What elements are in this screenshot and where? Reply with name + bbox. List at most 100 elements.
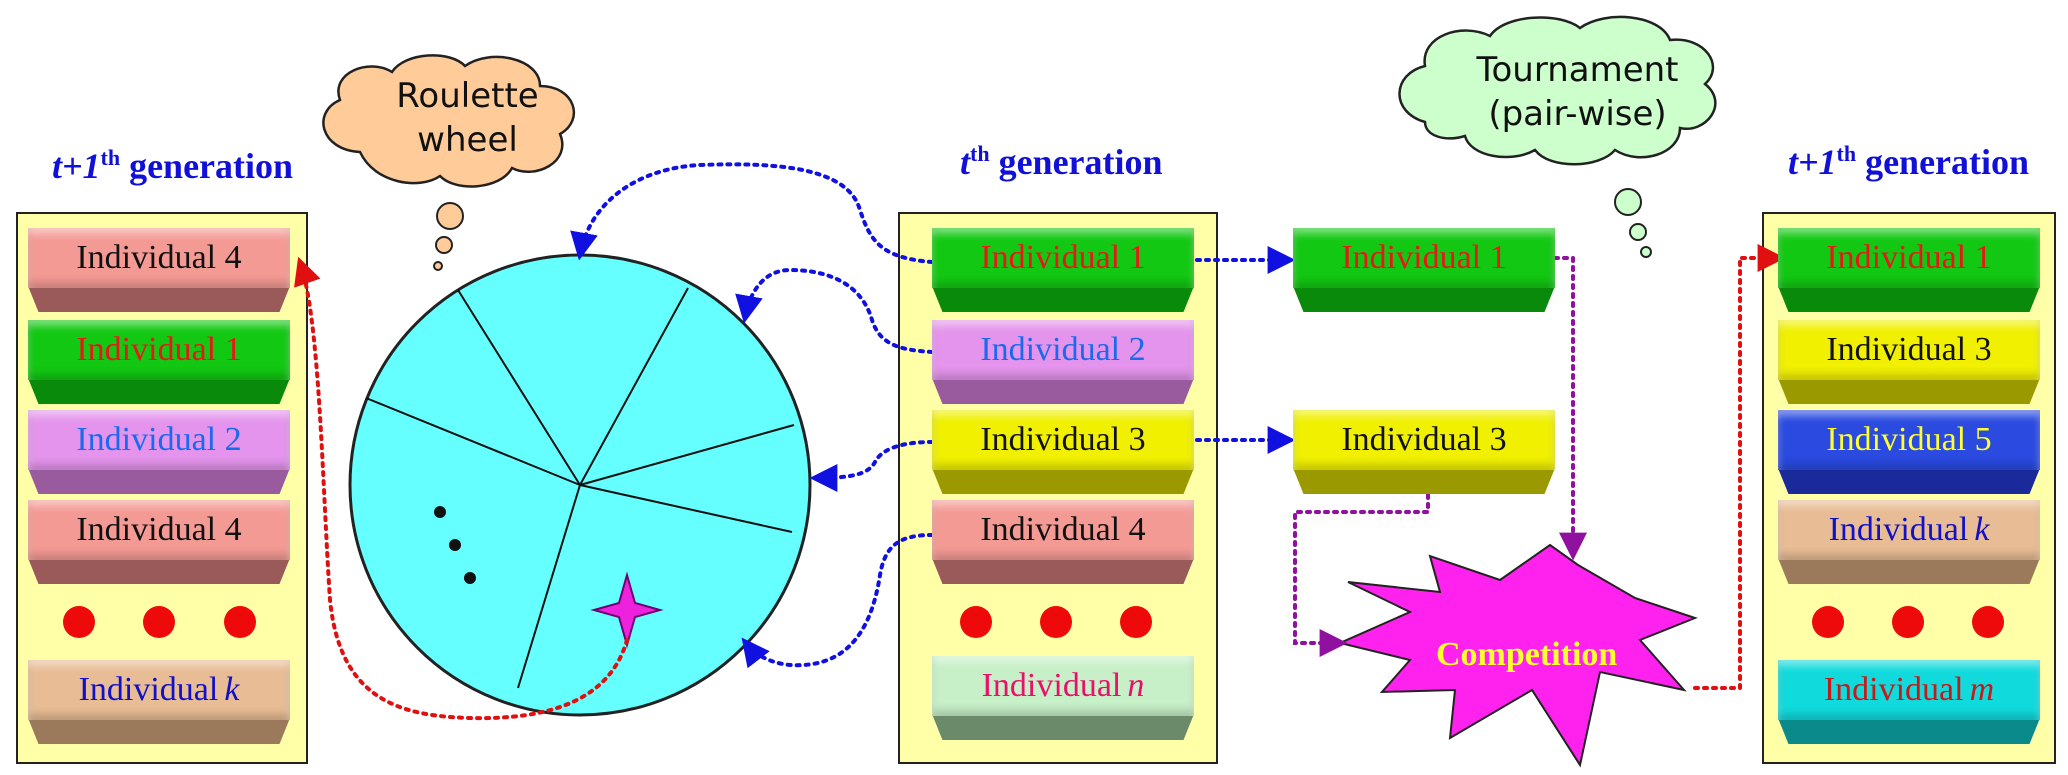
individual-label-text: Individual xyxy=(1823,671,1964,708)
tournament-cloud-text: Tournament (pair-wise) xyxy=(1455,48,1700,136)
individual-label: Individual 2 xyxy=(932,320,1194,380)
individual-label-text: Individual 1 xyxy=(980,239,1146,276)
individual-label: Individual 5 xyxy=(1778,410,2040,470)
ellipsis-dot xyxy=(1120,606,1152,638)
individual-box: Individual m xyxy=(1778,660,2040,744)
left-generation-title: t+1th generation xyxy=(52,145,294,186)
individual-label-text: Individual 4 xyxy=(76,239,242,276)
individual-bevel xyxy=(28,468,290,494)
individual-bevel xyxy=(1778,558,2040,584)
individual-bevel xyxy=(932,378,1194,404)
individual-box: Individual 1 xyxy=(28,320,290,404)
middle-generation-title: tth generation xyxy=(960,141,1163,182)
individual-box: Individual 1 xyxy=(1778,228,2040,312)
ellipsis-dot xyxy=(960,606,992,638)
roulette-cloud-text: Roulette wheel xyxy=(380,74,555,162)
individual-label: Individual 3 xyxy=(1778,320,2040,380)
individual-bevel xyxy=(1293,468,1555,494)
individual-label-text: Individual 1 xyxy=(76,331,242,368)
competition-burst xyxy=(1336,543,1698,768)
individual-bevel xyxy=(28,558,290,584)
wheel-dot xyxy=(434,506,446,518)
individual-label-text: Individual 3 xyxy=(1826,331,1992,368)
individual-label: Individual k xyxy=(1778,500,2040,560)
individual-label: Individual 1 xyxy=(28,320,290,380)
ellipsis-dot xyxy=(143,606,175,638)
wheel-dot xyxy=(449,539,461,551)
individual-bevel xyxy=(1778,468,2040,494)
tournament-cloud xyxy=(1398,15,1717,258)
individual-box: Individual 1 xyxy=(932,228,1194,312)
individual-label-text: Individual 4 xyxy=(980,511,1146,548)
ellipsis-dot xyxy=(1040,606,1072,638)
ellipsis-dot xyxy=(63,606,95,638)
individual-bevel xyxy=(28,286,290,312)
individual-box: Individual 3 xyxy=(932,410,1194,494)
individual-box: Individual 3 xyxy=(1293,410,1555,494)
roulette-cloud xyxy=(322,54,576,271)
ellipsis-dot xyxy=(1892,606,1924,638)
individual-label-text: Individual 1 xyxy=(1826,239,1992,276)
individual-bevel xyxy=(1778,378,2040,404)
selection-pointer-star xyxy=(590,571,664,649)
individual-label-text: Individual 2 xyxy=(76,421,242,458)
individual-label-variable: m xyxy=(1969,671,1995,708)
individual-label-text: Individual 2 xyxy=(980,331,1146,368)
individual-box: Individual n xyxy=(932,656,1194,740)
individual-label: Individual 1 xyxy=(932,228,1194,288)
individual-box: Individual 2 xyxy=(28,410,290,494)
ellipsis-dot xyxy=(1972,606,2004,638)
individual-bevel xyxy=(932,714,1194,740)
right-generation-title: t+1th generation xyxy=(1788,141,2030,182)
ellipsis-dot xyxy=(1812,606,1844,638)
individual-bevel xyxy=(932,468,1194,494)
roulette-line-1: Roulette xyxy=(396,76,539,116)
individual-box: Individual 4 xyxy=(932,500,1194,584)
wheel-dot xyxy=(464,572,476,584)
individual-label: Individual 3 xyxy=(1293,410,1555,470)
tournament-line-2: (pair-wise) xyxy=(1488,94,1667,134)
individual-label-variable: k xyxy=(224,671,240,708)
competition-label: Competition xyxy=(1436,636,1618,673)
individual-bevel xyxy=(1778,718,2040,744)
individual-label: Individual n xyxy=(932,656,1194,716)
individual-label-text: Individual 1 xyxy=(1341,239,1507,276)
individual-label: Individual 3 xyxy=(932,410,1194,470)
individual-box: Individual 1 xyxy=(1293,228,1555,312)
individual-box: Individual 5 xyxy=(1778,410,2040,494)
individual-bevel xyxy=(932,286,1194,312)
individual-label: Individual 1 xyxy=(1293,228,1555,288)
individual-label: Individual m xyxy=(1778,660,2040,720)
ellipsis-dot xyxy=(224,606,256,638)
individual-bevel xyxy=(28,378,290,404)
individual-box: Individual 2 xyxy=(932,320,1194,404)
individual-label-text: Individual 3 xyxy=(980,421,1146,458)
individual-bevel xyxy=(1778,286,2040,312)
individual-label: Individual 4 xyxy=(28,228,290,288)
individual-label: Individual 2 xyxy=(28,410,290,470)
individual-label: Individual 4 xyxy=(28,500,290,560)
individual-label-variable: k xyxy=(1974,511,1990,548)
individual-box: Individual k xyxy=(28,660,290,744)
individual-box: Individual 3 xyxy=(1778,320,2040,404)
individual-bevel xyxy=(932,558,1194,584)
individual-label-text: Individual xyxy=(981,667,1122,704)
individual-bevel xyxy=(28,718,290,744)
roulette-line-2: wheel xyxy=(417,120,518,160)
individual-label: Individual k xyxy=(28,660,290,720)
individual-label-text: Individual 5 xyxy=(1826,421,1992,458)
individual-label-text: Individual 4 xyxy=(76,511,242,548)
individual-label-variable: n xyxy=(1127,667,1145,704)
individual-label-text: Individual xyxy=(1828,511,1969,548)
individual-label-text: Individual 3 xyxy=(1341,421,1507,458)
individual-bevel xyxy=(1293,286,1555,312)
roulette-wheel xyxy=(348,253,812,717)
individual-box: Individual 4 xyxy=(28,500,290,584)
tournament-line-1: Tournament xyxy=(1476,50,1679,90)
individual-label-text: Individual xyxy=(78,671,219,708)
individual-label: Individual 1 xyxy=(1778,228,2040,288)
individual-box: Individual k xyxy=(1778,500,2040,584)
arrows xyxy=(294,162,1786,721)
